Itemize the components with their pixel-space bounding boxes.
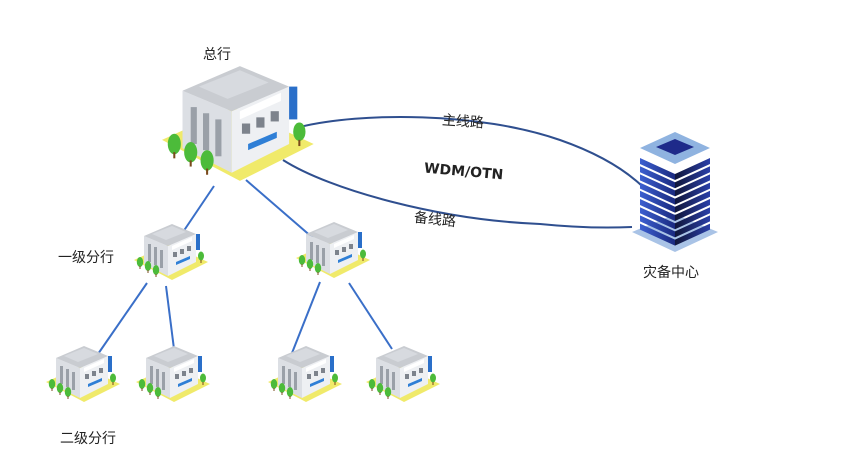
branch2-building-icon xyxy=(46,346,120,402)
tower-floor-right xyxy=(675,174,710,197)
hq-label: 总行 xyxy=(203,47,231,63)
backup-link xyxy=(282,159,633,229)
tower-floor-right xyxy=(675,199,710,221)
link-branch1a-branch2a xyxy=(97,282,148,355)
tower-floor-right xyxy=(675,158,710,180)
tower-floor-left xyxy=(640,174,675,197)
tower-floor-left xyxy=(640,190,675,213)
branch2-building-icon xyxy=(366,346,440,402)
branch2-building-icon xyxy=(268,346,342,402)
tier1-branch-label: 一级分行 xyxy=(58,250,114,266)
primary-link-label: 主线路 xyxy=(441,112,485,132)
link-branch1b-branch2c xyxy=(291,281,321,354)
tower-floor-left xyxy=(640,215,675,238)
tower-floor-right xyxy=(675,215,710,238)
tower-floor-right xyxy=(675,190,710,213)
link-branch1a-branch2b xyxy=(165,285,175,350)
dr-center-tower-icon xyxy=(632,132,718,252)
link-hq-branch1a xyxy=(182,185,215,233)
backup-link-label: 备线路 xyxy=(413,209,457,231)
tower-floor-right xyxy=(675,207,710,230)
tower-floor-left xyxy=(640,223,675,246)
tower-floor-right xyxy=(675,166,710,189)
tower-floor-left xyxy=(640,158,675,180)
tower-floor-right xyxy=(675,182,710,205)
branch2-building-icon xyxy=(136,346,210,402)
branch1-building-icon xyxy=(296,222,370,278)
tower-floor-left xyxy=(640,182,675,205)
primary-link xyxy=(299,116,643,187)
link-hq-branch1b xyxy=(245,179,314,239)
dr-center-label: 灾备中心 xyxy=(643,265,699,281)
tower-floor-left xyxy=(640,166,675,189)
tier2-branch-label: 二级分行 xyxy=(60,431,116,447)
tree-links xyxy=(97,179,393,355)
tower-floor-right xyxy=(675,223,710,246)
tower-floor-left xyxy=(640,199,675,221)
branch1-building-icon xyxy=(134,224,208,280)
tower-floor-left xyxy=(640,207,675,230)
link-branch1b-branch2d xyxy=(348,282,393,350)
